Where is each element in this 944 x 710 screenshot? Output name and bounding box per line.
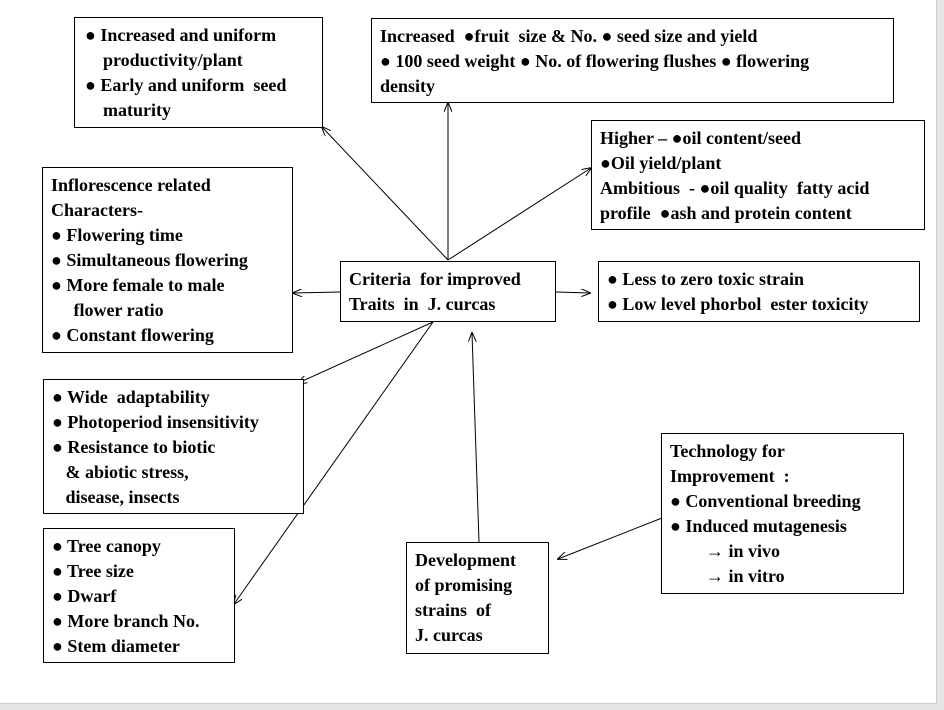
inflorescence-line-3: ● Flowering time [51, 225, 183, 245]
arrow-to-adaptability [298, 321, 434, 383]
tree-line-5: ● Stem diameter [52, 636, 180, 656]
arrow-development-to-center [472, 333, 480, 543]
technology-line-6: → in vitro [670, 566, 785, 586]
arrow-to-inflorescence [293, 292, 341, 293]
adaptability-line-5: disease, insects [52, 487, 180, 507]
productivity-box: ● Increased and uniform productivity/pla… [74, 17, 323, 128]
arrow-to-productivity [322, 127, 449, 261]
tree-line-2: ● Tree size [52, 561, 134, 581]
adaptability-line-1: ● Wide adaptability [52, 387, 210, 407]
adaptability-line-3: ● Resistance to biotic [52, 437, 216, 457]
technology-box: Technology for Improvement : ● Conventio… [661, 433, 904, 594]
oil-line-4: profile ●ash and protein content [600, 203, 852, 223]
center-line-2: Traits in J. curcas [349, 294, 496, 314]
development-line-4: J. curcas [415, 625, 483, 645]
oil-traits-box: Higher – ●oil content/seed ●Oil yield/pl… [591, 120, 925, 230]
adaptability-line-2: ● Photoperiod insensitivity [52, 412, 259, 432]
arrow-technology-to-development [558, 517, 663, 559]
productivity-line-2: productivity/plant [85, 50, 243, 70]
development-line-3: strains of [415, 600, 491, 620]
inflorescence-line-7: ● Constant flowering [51, 325, 214, 345]
tree-box: ● Tree canopy ● Tree size ● Dwarf ● More… [43, 528, 235, 663]
toxicity-box: ● Less to zero toxic strain ● Low level … [598, 261, 920, 322]
tree-line-1: ● Tree canopy [52, 536, 161, 556]
technology-line-3: ● Conventional breeding [670, 491, 861, 511]
inflorescence-line-1: Inflorescence related [51, 175, 211, 195]
inflorescence-line-6: flower ratio [51, 300, 164, 320]
center-criteria-box: Criteria for improved Traits in J. curca… [340, 261, 556, 322]
inflorescence-line-4: ● Simultaneous flowering [51, 250, 248, 270]
development-line-2: of promising [415, 575, 513, 595]
inflorescence-line-5: ● More female to male [51, 275, 225, 295]
fruit-line-1: Increased ●fruit size & No. ● seed size … [380, 26, 758, 46]
inflorescence-box: Inflorescence related Characters- ● Flow… [42, 167, 293, 353]
technology-line-4: ● Induced mutagenesis [670, 516, 847, 536]
fruit-traits-box: Increased ●fruit size & No. ● seed size … [371, 18, 894, 103]
adaptability-line-4: & abiotic stress, [52, 462, 189, 482]
fruit-line-2: ● 100 seed weight ● No. of flowering flu… [380, 51, 810, 71]
oil-line-1: Higher – ●oil content/seed [600, 128, 802, 148]
adaptability-box: ● Wide adaptability ● Photoperiod insens… [43, 379, 304, 514]
tree-line-3: ● Dwarf [52, 586, 117, 606]
arrow-to-tree [234, 321, 434, 604]
arrow-to-toxicity [555, 292, 590, 293]
toxicity-line-1: ● Less to zero toxic strain [607, 269, 804, 289]
development-line-1: Development [415, 550, 516, 570]
productivity-line-4: maturity [85, 100, 171, 120]
technology-line-2: Improvement : [670, 466, 790, 486]
development-box: Development of promising strains of J. c… [406, 542, 549, 654]
productivity-line-3: ● Early and uniform seed [85, 75, 287, 95]
inflorescence-line-2: Characters- [51, 200, 143, 220]
oil-line-2: ●Oil yield/plant [600, 153, 722, 173]
technology-line-5: → in vivo [670, 541, 781, 561]
arrow-to-oil [447, 168, 591, 261]
tree-line-4: ● More branch No. [52, 611, 200, 631]
oil-line-3: Ambitious - ●oil quality fatty acid [600, 178, 870, 198]
toxicity-line-2: ● Low level phorbol ester toxicity [607, 294, 869, 314]
fruit-line-3: density [380, 76, 436, 96]
productivity-line-1: ● Increased and uniform [85, 25, 277, 45]
center-line-1: Criteria for improved [349, 269, 521, 289]
technology-line-1: Technology for [670, 441, 785, 461]
